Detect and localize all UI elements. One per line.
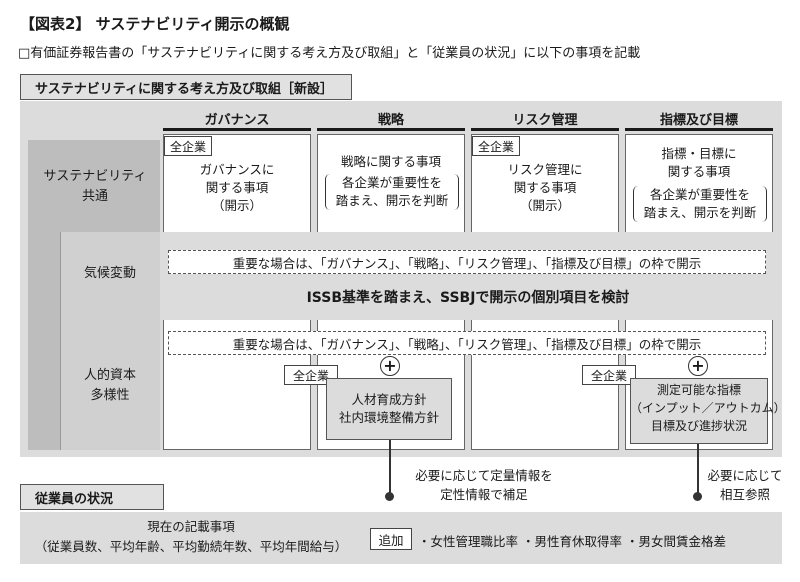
human-metrics-box (630, 378, 768, 444)
row-label-climate: 気候変動 (83, 266, 136, 281)
added-items-text: ・女性管理職比率 ・男性育休取得率 ・男女間賃金格差 (418, 534, 726, 549)
all-companies-tag: 全企業 (582, 365, 636, 385)
important-note-climate: 重要な場合は、「ガバナンス」、「戦略」、「リスク管理」、「指標及び目標」の枠で開… (168, 250, 766, 274)
connector-line (697, 444, 699, 496)
section-employees-label: 従業員の状況 (20, 484, 164, 510)
metrics-common-text: 指標・目標に 関する事項 (661, 146, 737, 179)
strategy-common-note: 各企業が重要性を 踏まえ、開示を判断 (325, 174, 459, 210)
important-note-human: 重要な場合は、「ガバナンス」、「戦略」、「リスク管理」、「指標及び目標」の枠で開… (168, 331, 766, 355)
col-header-governance: ガバナンス (204, 113, 270, 128)
connector-line (389, 440, 391, 496)
connector-dot (693, 492, 702, 501)
all-companies-tag: 全企業 (472, 136, 520, 156)
plus-icon: + (688, 356, 708, 376)
col-underline (317, 128, 465, 131)
page-title: 【図表2】 サステナビリティ開示の概観 (20, 15, 290, 33)
plus-icon: + (380, 356, 400, 376)
col-header-risk: リスク管理 (512, 113, 578, 128)
col-header-strategy: 戦略 (377, 113, 404, 128)
add-tag: 追加 (370, 528, 412, 550)
link-note-left: 必要に応じて定量情報を 定性情報で補足 (415, 468, 553, 502)
human-strategy-box (326, 378, 452, 440)
col-header-metrics: 指標及び目標 (659, 113, 738, 128)
current-items-text: 現在の記載事項 （従業員数、平均年齢、平均勤続年数、平均年間給与） (34, 519, 348, 554)
human-metrics-text: 測定可能な指標 （インプット／アウトカム） 目標及び進捗状況 (630, 383, 786, 433)
row-label-human: 人的資本 多様性 (83, 368, 136, 403)
link-note-right: 必要に応じて 相互参照 (707, 468, 783, 502)
climate-band (163, 232, 773, 320)
row-label-common: サステナビリティ 共通 (43, 169, 147, 204)
issb-note: ISSB基準を踏まえ、SSBJで開示の個別項目を検討 (306, 290, 630, 306)
metrics-common-note: 各企業が重要性を 踏まえ、開示を判断 (633, 186, 767, 222)
governance-common-text: ガバナンスに 関する事項 （開示） (199, 162, 275, 213)
all-companies-tag: 全企業 (164, 136, 212, 156)
page-subtitle: □有価証券報告書の「サステナビリティに関する考え方及び取組」と「従業員の状況」に… (18, 46, 641, 61)
section-sustainability-label: サステナビリティに関する考え方及び取組［新設］ (20, 74, 352, 100)
human-strategy-text: 人材育成方針 社内環境整備方針 (338, 392, 439, 425)
all-companies-tag: 全企業 (284, 365, 338, 385)
col-underline (471, 128, 619, 131)
row-label-subcolumn (60, 232, 160, 450)
risk-common-text: リスク管理に 関する事項 （開示） (507, 162, 583, 213)
connector-dot (385, 492, 394, 501)
strategy-common-text: 戦略に関する事項 (340, 154, 441, 169)
col-underline (625, 128, 773, 131)
col-underline (163, 128, 311, 131)
